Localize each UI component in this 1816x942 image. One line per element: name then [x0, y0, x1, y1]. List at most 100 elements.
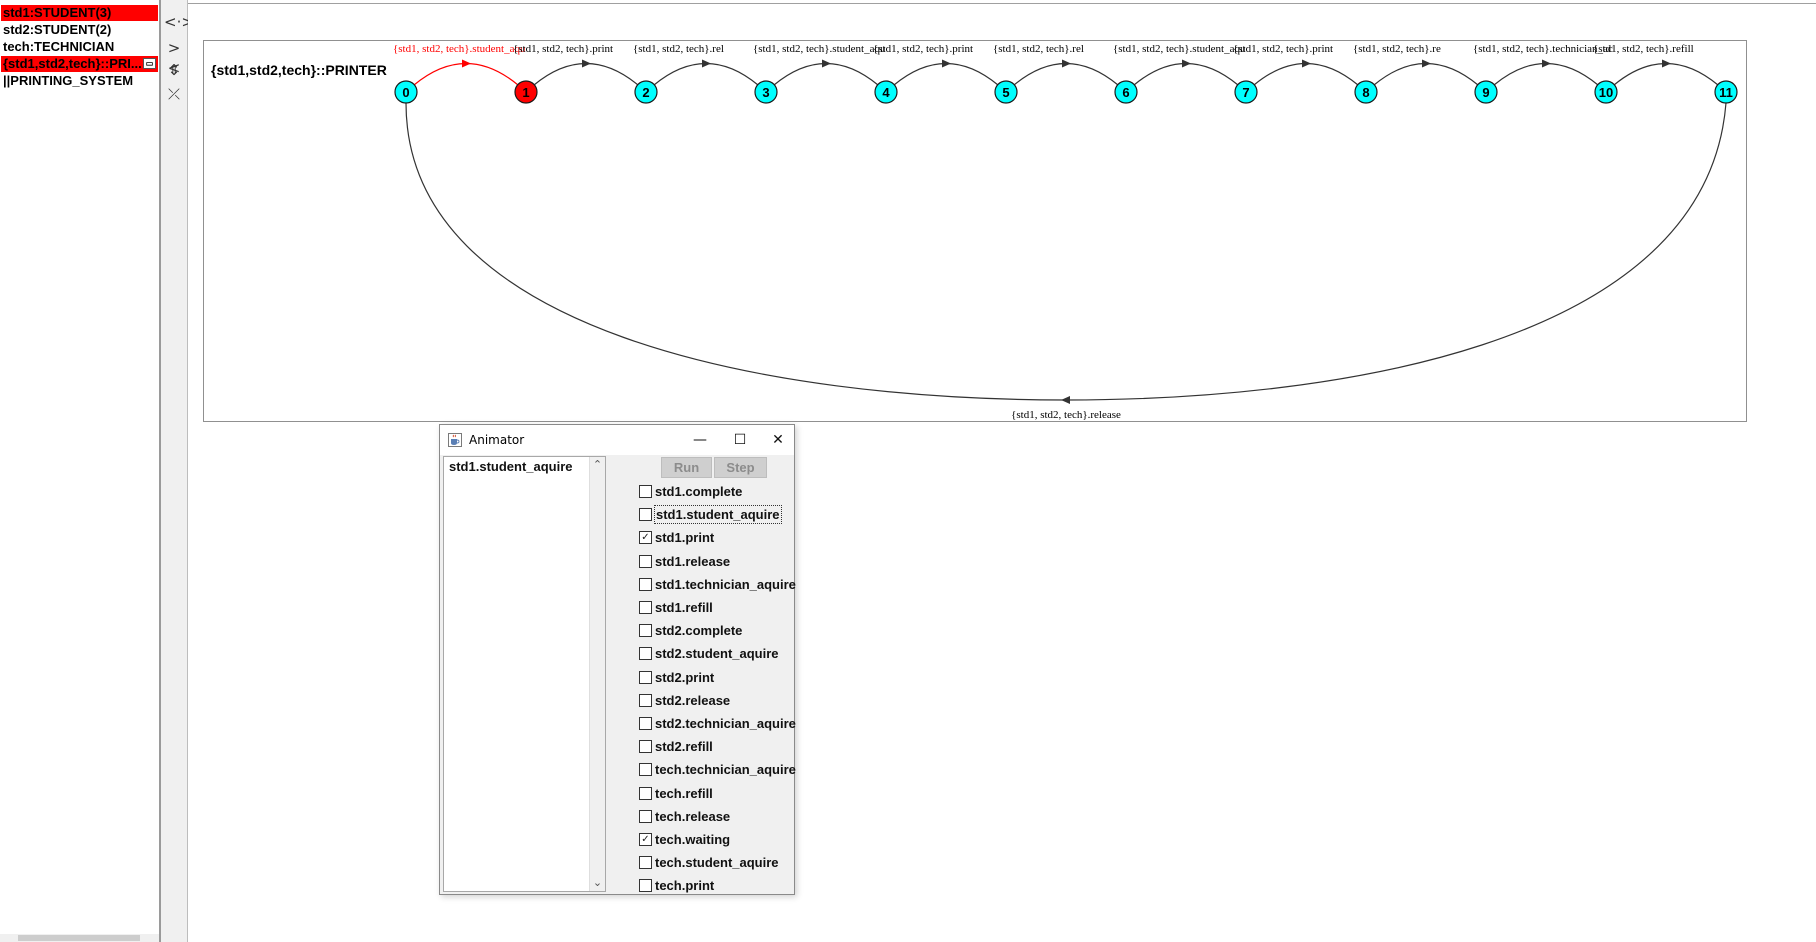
state-node[interactable]: 11: [1714, 80, 1738, 104]
state-circle: [634, 80, 658, 104]
state-number: 4: [882, 85, 890, 100]
action-checkbox[interactable]: [639, 601, 652, 614]
scrollbar-thumb[interactable]: [18, 935, 140, 941]
process-list-scrollbar[interactable]: [0, 934, 159, 942]
state-node[interactable]: 3: [754, 80, 778, 104]
state-node[interactable]: 9: [1474, 80, 1498, 104]
trace-item[interactable]: std1.student_aquire: [449, 459, 573, 474]
state-node[interactable]: 7: [1234, 80, 1258, 104]
process-item[interactable]: std1:STUDENT(3): [1, 5, 158, 21]
transition-edge: [653, 62, 759, 86]
process-item-label: tech:TECHNICIAN: [3, 39, 115, 54]
run-button[interactable]: Run: [661, 457, 712, 478]
state-number: 1: [522, 85, 529, 100]
return-transition-arrowhead: [1061, 396, 1070, 404]
action-label: tech.print: [655, 878, 715, 894]
transition-label: {std1, std2, tech}.print: [513, 43, 613, 55]
step-button[interactable]: Step: [714, 457, 767, 478]
action-checkbox[interactable]: [639, 740, 652, 754]
transition-label: {std1, std2, tech}.print: [1233, 43, 1333, 55]
action-checkbox[interactable]: [639, 717, 652, 730]
scroll-up-icon[interactable]: ⌃: [592, 458, 603, 471]
state-node[interactable]: 0: [394, 80, 418, 104]
trace-scrollbar[interactable]: ⌃ ⌄: [589, 457, 605, 891]
action-checkbox[interactable]: [639, 647, 652, 661]
shrink-horizontal-icon[interactable]: ><: [167, 39, 181, 77]
transition-label: {std1, std2, tech}.rel: [993, 43, 1084, 55]
action-checkbox[interactable]: [639, 577, 652, 591]
action-checkbox[interactable]: [639, 879, 652, 893]
window-icon[interactable]: ▭: [143, 58, 156, 69]
process-item-label: {std1,std2,tech}::PRI...: [3, 56, 142, 71]
action-checkbox[interactable]: [639, 485, 652, 498]
shrink-vertical-icon[interactable]: ⤫: [167, 85, 180, 103]
action-checkbox[interactable]: [639, 554, 652, 568]
state-number: 2: [642, 85, 649, 100]
close-button[interactable]: ✕: [772, 432, 784, 448]
transition-arrowhead: [1422, 59, 1431, 68]
state-node[interactable]: 4: [874, 80, 898, 104]
action-checkbox[interactable]: [639, 856, 652, 870]
animator-window: Animator — ☐ ✕ std1.student_aquire ⌃ ⌄ R…: [439, 424, 796, 895]
action-checkbox[interactable]: ✓: [639, 531, 652, 545]
action-checkbox[interactable]: [639, 624, 652, 638]
action-checkbox[interactable]: [639, 670, 652, 684]
state-node[interactable]: 2: [634, 80, 658, 104]
transition-edge: [533, 62, 639, 86]
transition-arrowhead: [462, 59, 471, 68]
state-circle: [874, 80, 898, 104]
action-label: std1.print: [655, 530, 715, 546]
action-checkbox[interactable]: [639, 809, 652, 823]
transition-arrowhead: [822, 59, 831, 68]
transition-edge: [1013, 62, 1119, 86]
transition-edge: [773, 62, 879, 86]
action-label: tech.release: [655, 808, 731, 824]
transition-edge: [1133, 62, 1239, 86]
action-label: tech.refill: [655, 785, 713, 801]
expand-vertical-icon[interactable]: ⇕: [167, 61, 181, 79]
state-number: 7: [1242, 85, 1249, 100]
process-item[interactable]: ||PRINTING_SYSTEM: [1, 73, 158, 89]
state-node[interactable]: 10: [1594, 80, 1618, 104]
action-checkbox[interactable]: [639, 763, 652, 777]
transition-label: {std1, std2, tech}.student_aqu: [753, 43, 886, 55]
state-circle: [514, 80, 538, 104]
transition-arrowhead: [582, 59, 591, 68]
animator-titlebar[interactable]: Animator — ☐ ✕: [440, 425, 794, 455]
expand-horizontal-icon[interactable]: <·>: [164, 13, 194, 31]
state-number: 0: [402, 85, 409, 100]
transition-edge: [1373, 62, 1479, 86]
transition-label: {std1, std2, tech}.refill: [1593, 43, 1694, 55]
java-cup-icon: [448, 433, 462, 447]
lts-diagram: {std1,std2,tech}::PRINTER{std1, std2, te…: [203, 40, 1747, 422]
state-node[interactable]: 5: [994, 80, 1018, 104]
minimize-button[interactable]: —: [693, 432, 707, 448]
state-circle: [1114, 80, 1138, 104]
action-label: std2.release: [655, 692, 731, 708]
state-circle: [1354, 80, 1378, 104]
action-checkbox[interactable]: ✓: [639, 833, 652, 846]
maximize-button[interactable]: ☐: [733, 432, 747, 448]
scroll-down-icon[interactable]: ⌄: [592, 876, 603, 889]
action-checkbox[interactable]: [639, 693, 652, 707]
state-circle: [754, 80, 778, 104]
transition-arrowhead: [942, 59, 951, 68]
state-node[interactable]: 8: [1354, 80, 1378, 104]
state-node[interactable]: 6: [1114, 80, 1138, 104]
process-item[interactable]: std2:STUDENT(2): [1, 22, 158, 38]
transition-label: {std1, std2, tech}.print: [873, 43, 973, 55]
action-label: std1.release: [655, 553, 731, 569]
action-label: std2.refill: [655, 739, 713, 755]
transition-label: {std1, std2, tech}.re: [1353, 43, 1441, 55]
action-checkbox[interactable]: [639, 508, 652, 522]
process-item[interactable]: tech:TECHNICIAN: [1, 39, 158, 55]
action-label: std2.technician_aquire: [655, 716, 796, 731]
state-circle: [1594, 80, 1618, 104]
transition-arrowhead: [1062, 59, 1071, 68]
return-transition-label: {std1, std2, tech}.release: [1011, 409, 1121, 421]
process-item[interactable]: {std1,std2,tech}::PRI...▭: [1, 56, 158, 72]
trace-list[interactable]: std1.student_aquire ⌃ ⌄: [443, 456, 606, 892]
action-checkbox[interactable]: [639, 786, 652, 800]
process-frame: [203, 40, 1747, 422]
state-node[interactable]: 1: [514, 80, 538, 104]
